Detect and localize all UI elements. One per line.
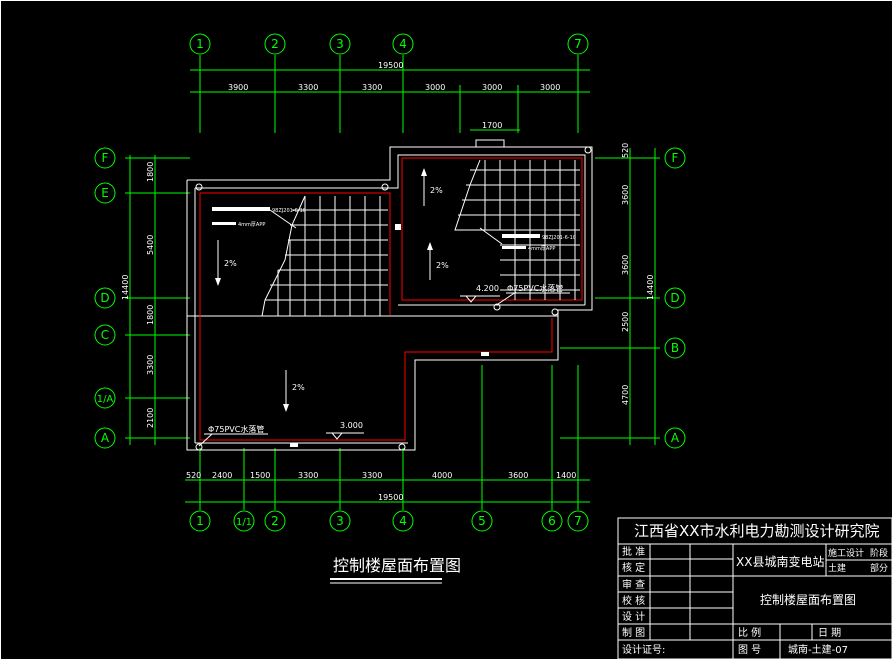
- axis-label: F: [102, 151, 109, 165]
- dim-left: 2100: [146, 408, 155, 428]
- axis-label: 1: [196, 37, 204, 51]
- slope-label: 2%: [224, 259, 237, 268]
- axis-bubble-top-4: [392, 33, 414, 55]
- role-label: 批 准: [622, 545, 645, 558]
- elevation-low: 3.000: [340, 421, 363, 430]
- axis-label: 1/1: [236, 517, 252, 528]
- axis-label: D: [100, 291, 109, 305]
- dim-bottom: 3300: [298, 471, 318, 480]
- dim-bottom: 2400: [212, 471, 232, 480]
- axis-label: D: [670, 291, 679, 305]
- title-block: 江西省XX市水利电力勘测设计研究院 XX县城南变电站 施工设计 阶段 土建 部分…: [617, 517, 893, 660]
- axis-label: C: [101, 328, 109, 342]
- dim-right: 3600: [621, 185, 630, 205]
- note-line: 4mm厚APP: [528, 246, 555, 252]
- scale-label: 比 例: [738, 626, 761, 639]
- axis-label: 2: [271, 514, 279, 528]
- axis-label: 7: [574, 514, 582, 528]
- project-name: XX县城南变电站: [736, 554, 824, 569]
- dim-bottom: 4000: [432, 471, 452, 480]
- stage-label: 阶段: [870, 547, 888, 559]
- axis-label: 7: [574, 37, 582, 51]
- axis-label: 2: [271, 37, 279, 51]
- axis-label: 3: [336, 37, 344, 51]
- slope-label: 2%: [292, 383, 305, 392]
- dim-bottom: 520: [186, 471, 201, 480]
- tile-hatch-right: [454, 159, 580, 300]
- dim-top: 3000: [540, 83, 560, 92]
- dim-top: 3300: [298, 83, 318, 92]
- dim-right: 4700: [621, 385, 630, 405]
- dim-total-right: 14400: [646, 275, 655, 300]
- dim-total-top: 19500: [378, 61, 403, 70]
- axis-label: A: [671, 431, 680, 445]
- note-line: 4mm厚APP: [238, 222, 265, 228]
- right-axis-group: F D B A 14400 520 3600 3600 2500 4700: [560, 143, 686, 449]
- axis-bubble-top-2: [264, 33, 286, 55]
- axis-label: A: [101, 431, 110, 445]
- axis-label: 3: [336, 514, 344, 528]
- pipe-label-left: Φ75PVC水落管: [208, 424, 264, 434]
- drawing-no: 城南-土建-07: [788, 643, 848, 656]
- axis-label: F: [672, 151, 679, 165]
- dim-top: 3000: [482, 83, 502, 92]
- axis-label: 4: [399, 514, 407, 528]
- bottom-axis-group: 1 1/1 2 3 4 5 6 7 520 2400 1500 3300 330…: [185, 365, 590, 532]
- top-axis-group: 1 2 3 4 7 19500 3900 3300 3300 3000 3000…: [189, 33, 590, 133]
- dim-left: 1800: [146, 305, 155, 325]
- dim-top: 3000: [425, 83, 445, 92]
- axis-bubble-top-3: [329, 33, 351, 55]
- slope-annotations: 2% 2% 2% 2%: [215, 168, 449, 412]
- dim-left: 1800: [146, 162, 155, 182]
- dim-right: 2500: [621, 312, 630, 332]
- cert-label: 设计证号:: [622, 643, 665, 656]
- note-line: 98ZJ201-6-10: [542, 235, 576, 241]
- note-line: 98ZJ201-6-10: [272, 208, 306, 214]
- dept-label: 土建: [828, 562, 846, 574]
- elevation-high: 4.200: [476, 284, 499, 293]
- axis-label: B: [671, 341, 679, 355]
- slope-label: 2%: [430, 186, 443, 195]
- role-label: 设 计: [622, 610, 645, 623]
- dim-bottom: 3300: [362, 471, 382, 480]
- axis-label: E: [101, 186, 109, 200]
- tile-hatch-left: [261, 195, 388, 317]
- role-label: 制 图: [622, 626, 645, 639]
- role-label: 校 核: [622, 594, 645, 607]
- role-label: 核 定: [622, 561, 645, 574]
- building-outline: [186, 139, 593, 451]
- dim-bottom: 1500: [250, 471, 270, 480]
- dim-right: 520: [621, 143, 630, 158]
- drawing-no-label: 图 号: [738, 644, 761, 656]
- axis-label: 4: [399, 37, 407, 51]
- slope-label: 2%: [436, 261, 449, 270]
- axis-label: 1: [196, 514, 204, 528]
- left-axis-group: F E D C 1/A A 14400 1800 5400 1800 3300 …: [94, 147, 190, 449]
- dim-right: 3600: [621, 255, 630, 275]
- axis-label: 1/A: [97, 394, 114, 405]
- axis-label: 6: [548, 514, 556, 528]
- sheet-title: 控制楼屋面布置图: [760, 592, 856, 607]
- institute-name: 江西省XX市水利电力勘测设计研究院: [634, 522, 880, 540]
- dim-left: 3300: [146, 355, 155, 375]
- pipe-label-right: Φ75PVC水落管: [507, 283, 563, 293]
- dim-left: 5400: [146, 235, 155, 255]
- axis-label: 5: [478, 514, 486, 528]
- date-label: 日 期: [818, 627, 841, 639]
- construction-notes: 98ZJ201-6-10 4mm厚APP 98ZJ201-6-10 4mm厚AP…: [198, 207, 576, 447]
- dim-top-small: 1700: [482, 121, 502, 130]
- dim-total-left: 14400: [121, 275, 130, 300]
- dim-top: 3900: [228, 83, 248, 92]
- stage-label: 施工设计: [828, 547, 864, 559]
- dept-label: 部分: [870, 562, 888, 574]
- dim-bottom: 3600: [508, 471, 528, 480]
- axis-bubble-top-7: [567, 33, 589, 55]
- dim-bottom: 1400: [556, 471, 576, 480]
- role-label: 审 查: [622, 578, 645, 591]
- dim-total-bottom: 19500: [378, 493, 403, 502]
- dim-top: 3300: [362, 83, 382, 92]
- drawing-title: 控制楼屋面布置图: [333, 556, 461, 575]
- axis-bubble-top-1: [189, 33, 211, 55]
